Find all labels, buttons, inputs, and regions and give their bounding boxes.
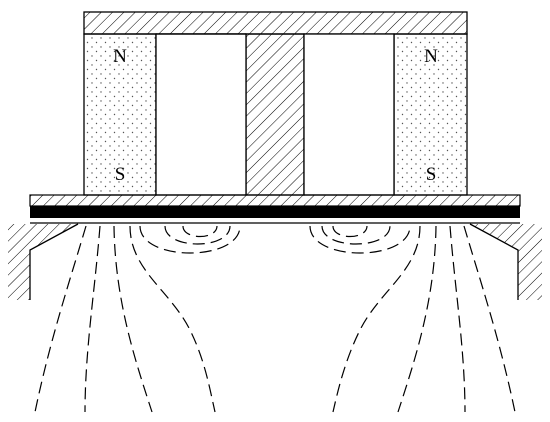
left-coil-window — [155, 33, 247, 196]
field-lines — [34, 225, 516, 413]
field-loop-left-middle — [164, 225, 231, 245]
top-yoke — [83, 11, 468, 35]
field-line-left-3 — [113, 225, 153, 413]
field-loop-right-inner — [332, 225, 368, 238]
right-magnet-north-label: N — [424, 46, 438, 67]
left-magnet-south-label: S — [115, 164, 126, 185]
field-loop-left-inner — [182, 225, 218, 238]
black-plate — [30, 206, 520, 218]
field-line-left-4 — [129, 225, 216, 413]
base-plate — [29, 194, 521, 207]
field-loop-right-outer — [309, 225, 411, 254]
left-flange — [8, 223, 79, 300]
right-coil-window — [303, 33, 395, 196]
field-loop-left-outer — [139, 225, 241, 254]
field-line-right-4 — [332, 225, 421, 413]
field-loop-right-middle — [321, 225, 391, 245]
center-core — [245, 33, 305, 196]
field-line-right-1 — [463, 225, 516, 413]
right-flange — [469, 223, 542, 300]
field-line-right-2 — [449, 225, 466, 413]
right-magnet — [393, 33, 468, 196]
right-magnet-south-label: S — [426, 164, 437, 185]
left-magnet-north-label: N — [113, 46, 127, 67]
field-line-left-2 — [84, 225, 101, 413]
field-line-right-3 — [397, 225, 437, 413]
left-magnet — [83, 33, 157, 196]
field-line-left-1 — [34, 225, 87, 413]
